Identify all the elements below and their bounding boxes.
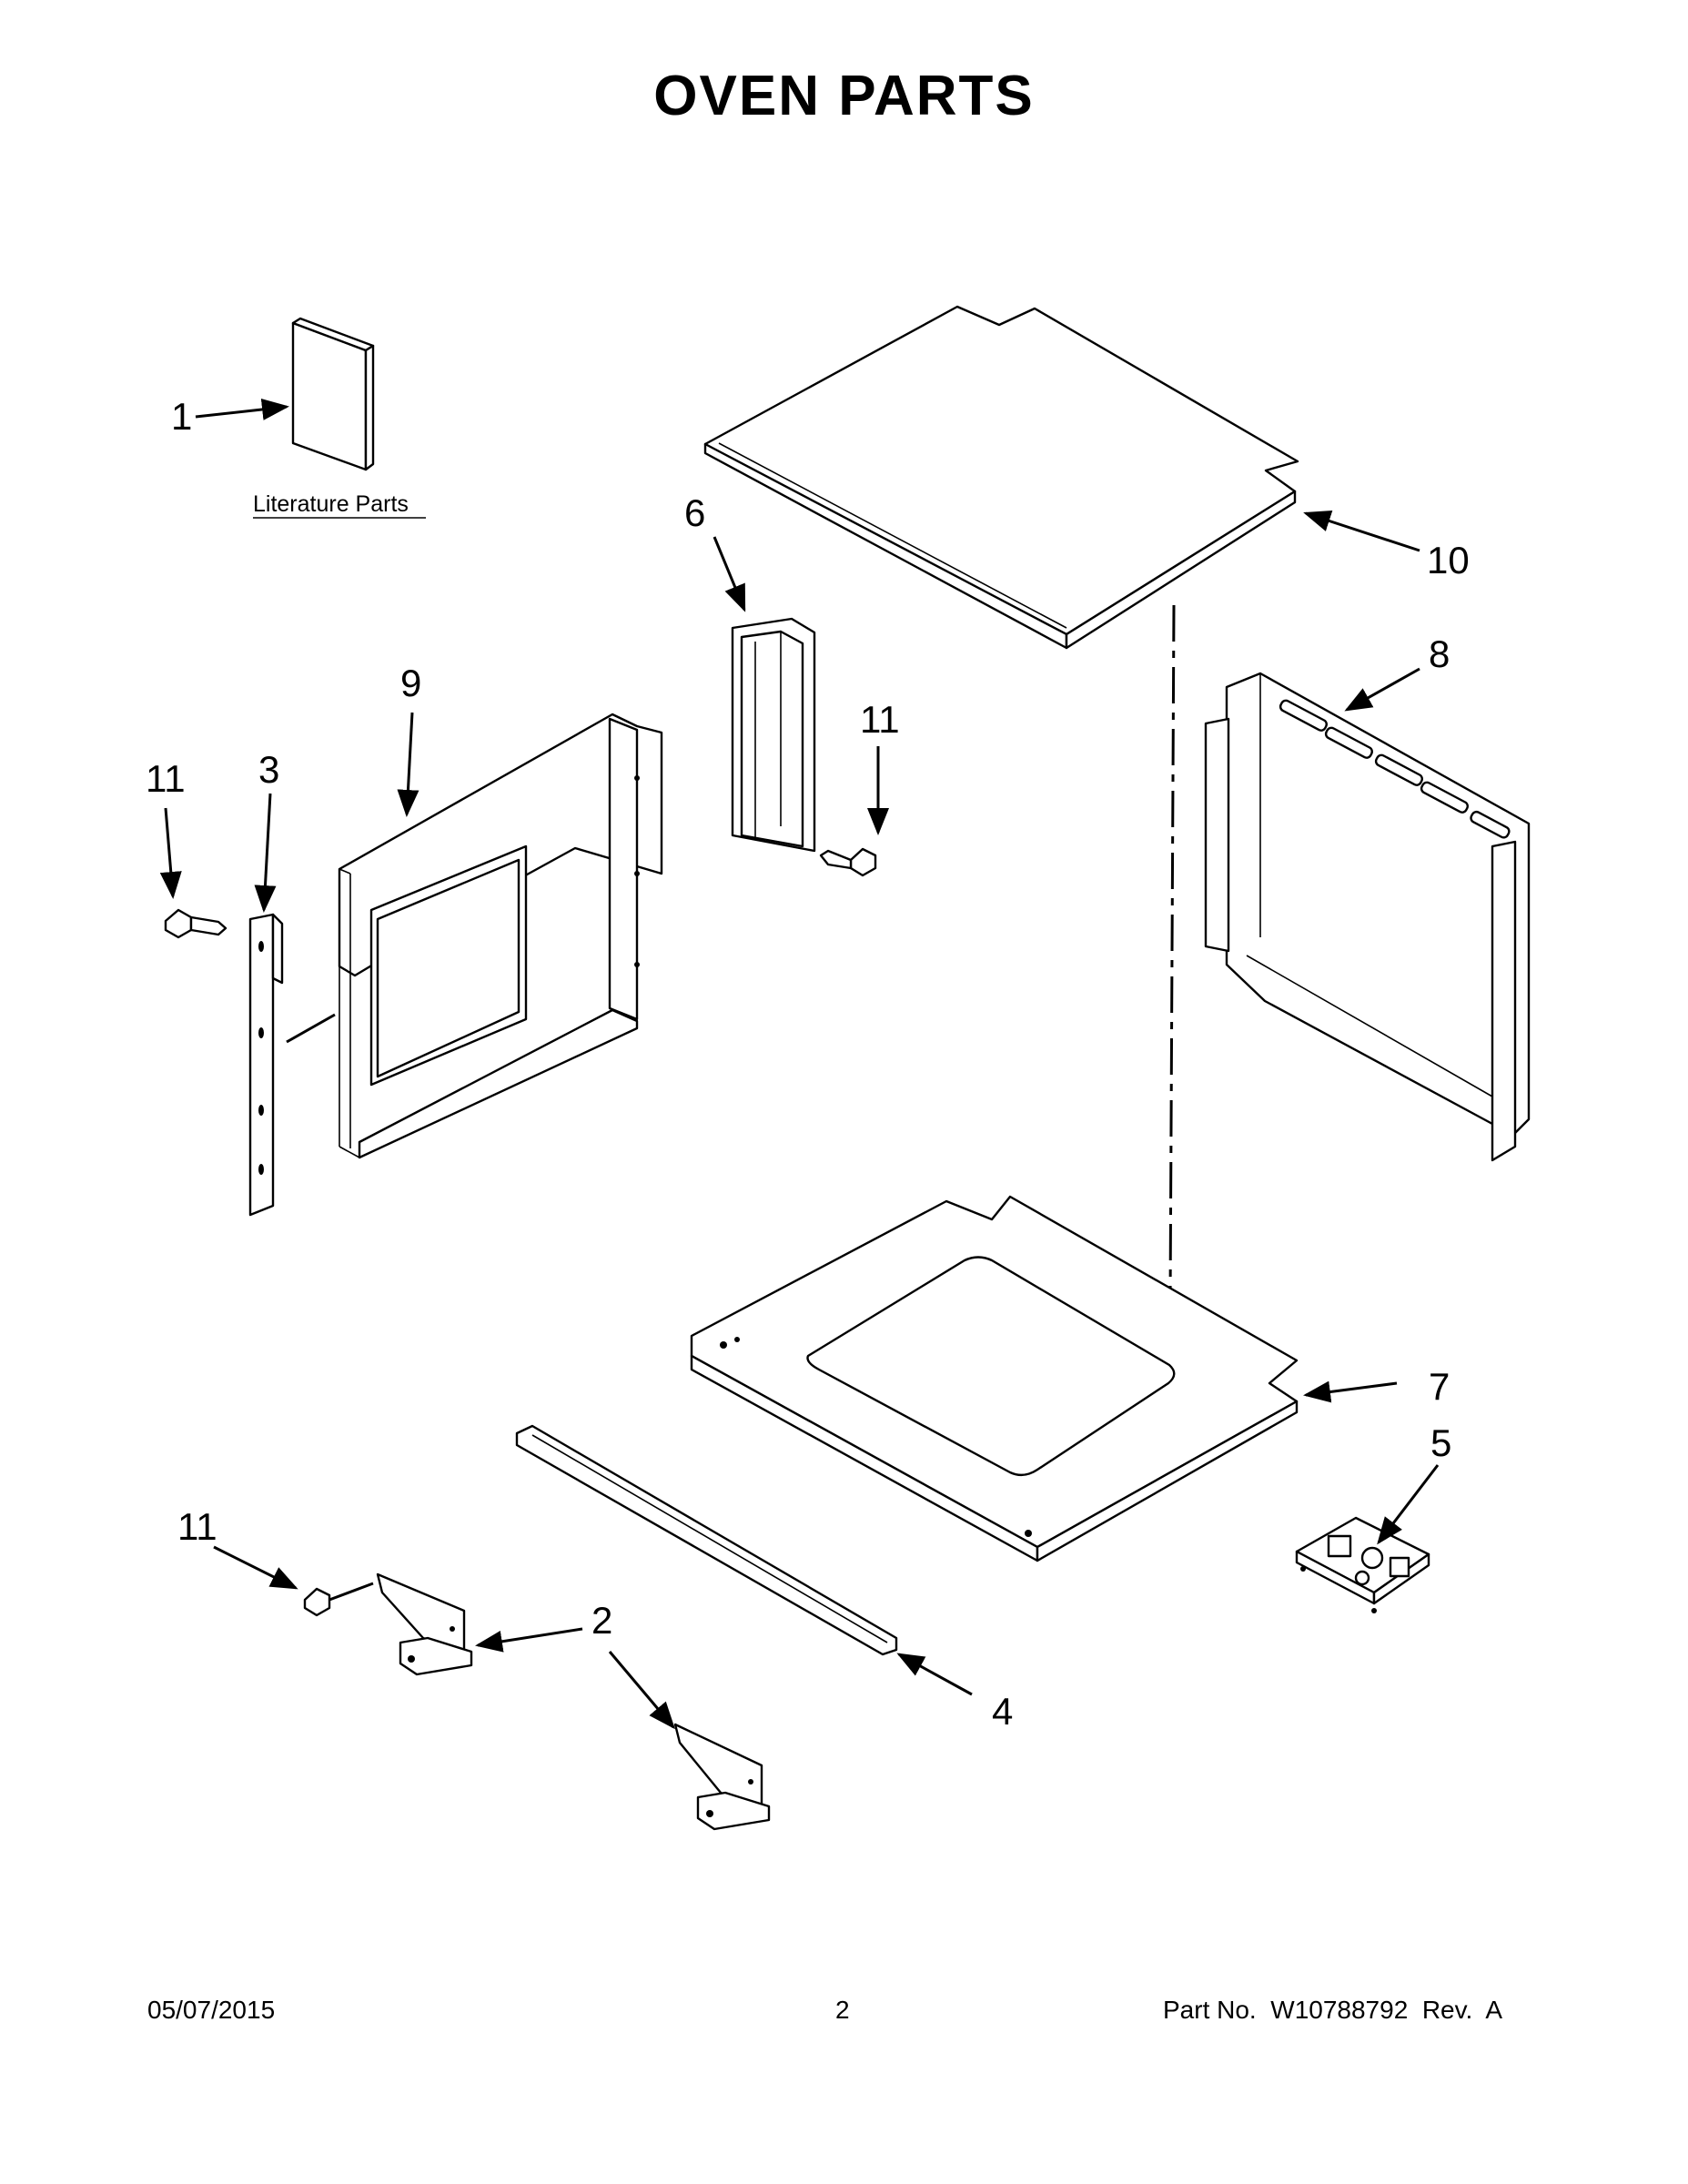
callout-2: 2 xyxy=(591,1599,612,1642)
leader-11-upper xyxy=(159,807,182,899)
leader-8 xyxy=(1344,667,1420,712)
front-rail xyxy=(515,1424,898,1656)
footer-page-number: 2 xyxy=(835,1996,850,2024)
leader-3 xyxy=(254,793,277,913)
hinge-bracket-lower xyxy=(673,1723,771,1831)
callout-4: 4 xyxy=(992,1690,1013,1733)
leader-2-lower xyxy=(608,1651,675,1730)
callout-8: 8 xyxy=(1429,632,1450,675)
assembly-line xyxy=(286,1013,336,1044)
leader-1 xyxy=(195,399,289,420)
screw-left-upper xyxy=(164,908,227,939)
screw-left-lower xyxy=(303,1582,374,1617)
callout-11-upper: 11 xyxy=(146,757,186,800)
leader-6 xyxy=(713,536,746,612)
vertical-strip xyxy=(248,913,284,1217)
right-side-panel xyxy=(1204,672,1531,1162)
channel-bracket xyxy=(731,617,816,853)
literature-parts-label: Literature Parts xyxy=(253,491,409,517)
left-side-panel xyxy=(338,713,663,1159)
control-board xyxy=(1295,1516,1430,1613)
alignment-centerline xyxy=(1167,604,1176,1475)
callout-7: 7 xyxy=(1429,1365,1450,1408)
leader-9 xyxy=(397,712,419,817)
page-title: OVEN PARTS xyxy=(653,65,1035,127)
hinge-bracket-upper xyxy=(376,1572,473,1676)
leader-10 xyxy=(1303,511,1420,552)
callout-5: 5 xyxy=(1430,1421,1451,1464)
footer-part-number: Part No. W10788792 Rev. A xyxy=(1163,1996,1503,2024)
leader-7 xyxy=(1303,1380,1398,1403)
bottom-panel xyxy=(690,1195,1299,1562)
leader-11-lower xyxy=(213,1545,298,1590)
footer-date: 05/07/2015 xyxy=(147,1996,276,2024)
callout-11-lower: 11 xyxy=(177,1505,217,1548)
callout-1: 1 xyxy=(171,395,192,438)
leader-5 xyxy=(1377,1464,1440,1545)
callout-3: 3 xyxy=(258,748,279,791)
leader-4 xyxy=(896,1653,973,1696)
literature-booklet xyxy=(291,317,375,471)
leader-2-upper xyxy=(475,1627,583,1653)
callout-10: 10 xyxy=(1427,539,1470,581)
callout-9: 9 xyxy=(400,662,421,704)
callout-11-center: 11 xyxy=(860,698,900,741)
screw-center xyxy=(819,847,877,877)
callout-6: 6 xyxy=(684,491,705,534)
top-panel xyxy=(703,305,1299,650)
